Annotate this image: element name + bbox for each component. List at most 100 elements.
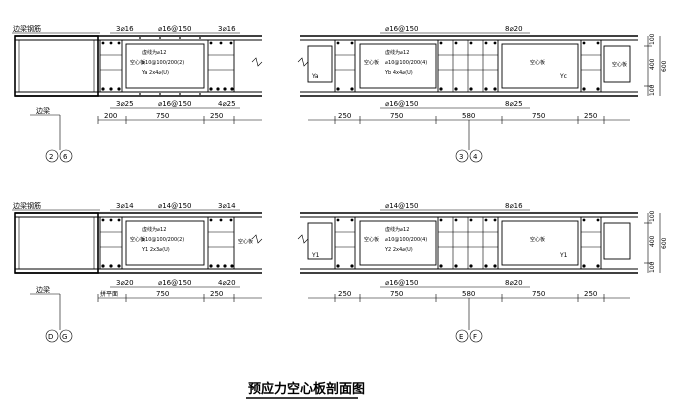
section-4: ⌀14@150 8⌀16 虚线为⌀12 ⌀10@100/200(4) Y2 2x… [297, 202, 668, 343]
dimension: 250 [210, 112, 223, 120]
rebar-side-label: 拼平面 [100, 290, 118, 298]
axis-bubble [45, 329, 59, 343]
note: ⌀10@100/200(4) [385, 60, 427, 66]
axis-bubble [455, 149, 469, 163]
note: ⌀10@100/200(2) [142, 237, 184, 243]
note: ⌀10@100/200(4) [385, 237, 427, 243]
bottom-rebar-label: ⌀16@150 [385, 279, 418, 287]
stirrup-box [99, 216, 123, 270]
edge-beam [14, 35, 99, 97]
void-label: 空心板 [364, 236, 379, 243]
bottom-rebar-label: 8⌀25 [505, 100, 523, 108]
void-cell [501, 220, 579, 266]
axis-label: G [62, 333, 67, 341]
void-cell [307, 222, 333, 260]
side-dimension: 400 [649, 58, 656, 70]
axis-label: 4 [473, 153, 478, 161]
top-rebar-label: 3⌀14 [218, 202, 236, 210]
dimension: 750 [156, 112, 169, 120]
dimension: 250 [210, 290, 223, 298]
dimension: 250 [584, 112, 597, 120]
dimension: 250 [338, 290, 351, 298]
void-cell [359, 220, 437, 266]
top-rebar-label: ⌀14@150 [385, 202, 418, 210]
bottom-rebar-label: 4⌀25 [218, 100, 236, 108]
top-rebar-label: 3⌀16 [218, 25, 236, 33]
edge-beam-label: 边梁 [36, 285, 50, 294]
void-label: 空心板 [238, 238, 253, 245]
bottom-rebar-label: ⌀16@150 [158, 100, 191, 108]
stirrup-box [207, 39, 235, 93]
void-label: 空心板 [530, 236, 545, 243]
axis-label: E [459, 333, 463, 341]
void-cell [501, 43, 579, 89]
dimension: 580 [462, 290, 475, 298]
bottom-rebar-label: 4⌀20 [218, 279, 236, 287]
axis-label: F [473, 333, 477, 341]
drawing-title: 预应力空心板剖面图 [248, 381, 365, 397]
edge-beam-label: 边梁 [36, 106, 50, 115]
void-cell [603, 45, 631, 83]
top-rebar-label: 3⌀16 [116, 25, 134, 33]
stirrup-box [580, 39, 602, 93]
void-cell [307, 45, 333, 83]
side-dimension: 100 [649, 261, 656, 273]
axis-bubble [59, 329, 73, 343]
axis-label: 2 [49, 153, 53, 161]
edge-beam-rebar-label: 边梁钢筋 [13, 201, 41, 210]
void-label: 空心板 [130, 236, 145, 243]
top-rebar-label: ⌀16@150 [385, 25, 418, 33]
dimension: 750 [532, 112, 545, 120]
note: 虚线为⌀12 [142, 49, 166, 56]
section-3: 边梁钢筋 边梁 3⌀14 ⌀14@150 3⌀14 虚线为⌀12 ⌀10@100… [12, 201, 263, 343]
axis-bubble [59, 149, 73, 163]
note: ⌀10@100/200(2) [142, 60, 184, 66]
axis-label: D [48, 333, 53, 341]
top-rebar-label: 3⌀14 [116, 202, 134, 210]
edge-label: Y1 [311, 252, 320, 259]
void-cell [125, 43, 205, 89]
void-cell [603, 222, 631, 260]
bottom-rebar-label: 3⌀25 [116, 100, 134, 108]
void-label: 空心板 [130, 59, 145, 66]
void-cell [359, 43, 437, 89]
edge-label: Y1 [559, 252, 568, 259]
stirrup-box [334, 216, 356, 270]
top-rebar-label: 8⌀20 [505, 25, 523, 33]
axis-bubble [469, 329, 483, 343]
side-dimension: 600 [661, 237, 668, 249]
stirrup-box [207, 216, 235, 270]
side-dimension: 600 [661, 60, 668, 72]
note: Y2 2x4⌀(U) [384, 247, 413, 253]
axis-bubble [469, 149, 483, 163]
note: 虚线为⌀12 [142, 226, 166, 233]
void-label: 空心板 [530, 59, 545, 66]
edge-label: Yc [559, 73, 567, 80]
void-cell [125, 220, 205, 266]
bottom-rebar-label: ⌀16@150 [385, 100, 418, 108]
note: Yb 4x4⌀(U) [384, 70, 413, 76]
void-label: 空心板 [612, 61, 627, 68]
top-rebar-label: 8⌀16 [505, 202, 523, 210]
side-dimension: 100 [649, 33, 656, 45]
axis-label: 6 [63, 153, 68, 161]
bottom-rebar-label: 8⌀20 [505, 279, 523, 287]
section-1: 边梁钢筋 边梁 3⌀16 ⌀16@150 3⌀16 虚线为⌀12 ⌀10@100… [12, 24, 263, 163]
bottom-rebar-label: ⌀16@150 [158, 279, 191, 287]
stirrup-box [580, 216, 602, 270]
dimension: 750 [156, 290, 169, 298]
edge-beam-rebar-label: 边梁钢筋 [13, 24, 41, 33]
note: Y1 2x3⌀(U) [141, 247, 170, 253]
note: Ya 2x4⌀(U) [141, 70, 169, 76]
top-rebar-label: ⌀16@150 [158, 25, 191, 33]
stirrup-box [99, 39, 123, 93]
side-dimension: 400 [649, 235, 656, 247]
dimension: 200 [104, 112, 117, 120]
side-dimension: 100 [649, 84, 656, 96]
dimension: 580 [462, 112, 475, 120]
dimension: 750 [390, 290, 403, 298]
section-2: ⌀16@150 8⌀20 虚线为⌀12 ⌀10@100/200(4) Yb 4x… [297, 25, 668, 163]
axis-label: 3 [459, 153, 463, 161]
axis-bubble [455, 329, 469, 343]
